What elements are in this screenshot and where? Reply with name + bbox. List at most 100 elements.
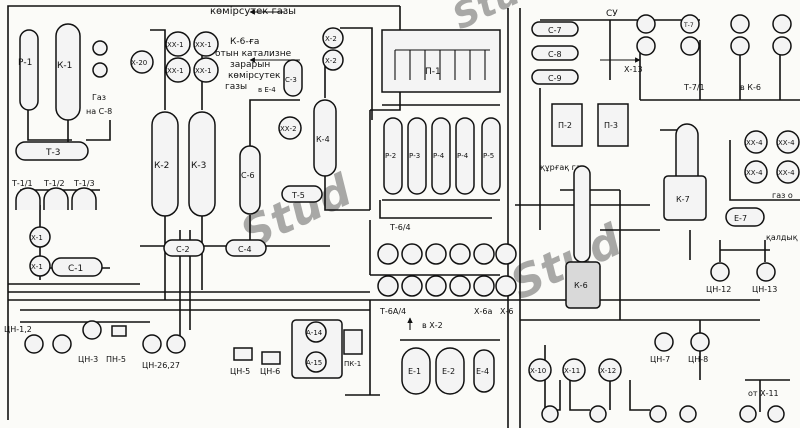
label-to-e4: в Е-4 [258, 86, 276, 94]
label-x1b: Х-1 [31, 263, 43, 271]
label-e1: Е-1 [408, 367, 421, 376]
label-t7-1: Т-7/1 [683, 83, 705, 92]
pump-cn12-group: ЦН-1,2 [4, 325, 72, 354]
label-t7: Т-7 [683, 22, 694, 29]
label-p2: Р-2 [385, 152, 396, 160]
pump-v1 [92, 40, 108, 56]
label-cn13: ЦН-13 [752, 285, 777, 294]
exchanger-t6 [377, 243, 399, 265]
column-k7-bottom [663, 175, 707, 221]
label-xx4: ХХ-4 [746, 169, 763, 177]
label-a15: А-15 [306, 359, 322, 367]
compressor-pk1 [343, 329, 363, 355]
cooler-x6 [473, 243, 495, 265]
cooler-x2a [322, 27, 344, 49]
label-cn12-right: ЦН-12 [706, 285, 731, 294]
cooler-x10-12-group: Х-10 Х-11 Х-12 [528, 358, 622, 382]
label-cn6: ЦН-6 [260, 367, 280, 376]
cooler-x6 [473, 275, 495, 297]
label-xx1: ХХ-1 [195, 41, 212, 49]
label-k1: К-1 [57, 61, 72, 71]
label-e7: Е-7 [734, 214, 747, 223]
pump-v2 [92, 62, 108, 78]
pump [739, 405, 757, 423]
label-xx1: ХХ-1 [195, 67, 212, 75]
label-to-x2: в Х-2 [422, 321, 443, 330]
heat-exchanger-t5 [281, 185, 323, 203]
exchanger-t6 [425, 275, 447, 297]
label-cn5: ЦН-5 [230, 367, 250, 376]
exchanger-t6 [401, 275, 423, 297]
cooler-xx4 [744, 160, 768, 184]
annotation-to-k6-3: зарарын [230, 60, 270, 70]
pump-cn56-group: ЦН-5 ЦН-6 [230, 347, 281, 376]
reactor-p2 [383, 117, 403, 195]
pump-cn12 [52, 334, 72, 354]
label-x2a: Х-2 [325, 35, 337, 43]
pump-pn5 [111, 325, 127, 337]
label-t1-3: Т-1/3 [73, 179, 95, 188]
label-c1: С-1 [68, 264, 83, 274]
annotation-to-k6-2: отын катализне [215, 49, 292, 59]
label-c8: С-8 [548, 50, 562, 59]
pump-cn5 [233, 347, 253, 361]
cooler-xx1 [165, 57, 191, 83]
tank-group-e: Е-1 Е-2 Е-4 [401, 347, 495, 395]
heat-exchanger-t1-3 [71, 187, 97, 210]
cooler-x1b [29, 255, 51, 277]
label-to-c8: на С-8 [86, 107, 112, 116]
label-c3: С-3 [285, 76, 297, 84]
furnace-p3 [597, 103, 629, 147]
pump-cn12 [24, 334, 44, 354]
pump-cn3-group: ЦН-3 ПН-5 [78, 320, 127, 364]
heat-exchanger-t1-group: Т-1/1 Т-1/2 Т-1/3 [11, 179, 97, 210]
annotation-to-k6-5: газы [225, 82, 247, 92]
separator-c4 [225, 239, 267, 257]
cooler-x11 [562, 358, 586, 382]
furnace-p2 [551, 103, 583, 147]
label-p1-furnace: П-1 [425, 67, 441, 77]
cooler-x13b [636, 36, 656, 56]
pump-cn26 [142, 334, 162, 354]
label-pk1: ПК-1 [344, 360, 361, 368]
label-t1-1: Т-1/1 [11, 179, 33, 188]
exchanger-t6 [401, 243, 423, 265]
heat-exchanger-t1-1 [15, 187, 41, 210]
label-p3: Р-3 [409, 152, 420, 160]
cooler-x1a [29, 226, 51, 248]
pump-cn13 [756, 262, 776, 282]
label-p5: Р-5 [483, 152, 494, 160]
label-x12: Х-12 [600, 367, 616, 375]
device-a14 [305, 321, 327, 343]
cooler-xx1 [193, 57, 219, 83]
label-k7: К-7 [676, 195, 690, 204]
column-k6 [573, 165, 591, 263]
pump [541, 405, 559, 423]
pump-cn2627-group: ЦН-26,27 [142, 334, 186, 370]
exchanger-t7 [730, 36, 750, 56]
label-pn5: ПН-5 [106, 355, 126, 364]
column-k6-bottom [565, 261, 601, 309]
label-xx4: ХХ-4 [746, 139, 763, 147]
reactor-p5 [481, 117, 501, 195]
exchanger-t7 [772, 36, 792, 56]
label-xx4: ХХ-4 [778, 139, 795, 147]
tank-e1 [401, 347, 431, 395]
pump-cn7 [654, 332, 674, 352]
cooler-x6-group: Х-6а Х-6 [473, 243, 517, 316]
label-p4a: Р-4 [457, 152, 469, 160]
label-c7: С-7 [548, 26, 562, 35]
label-t6a-4: Т-6А/4 [379, 307, 406, 316]
exchanger-t6 [449, 243, 471, 265]
reactor-p4a [455, 117, 475, 195]
separator-c789-group: С-7 С-8 С-9 [531, 21, 579, 85]
cooler-x2b [322, 49, 344, 71]
label-c4: С-4 [238, 245, 252, 254]
reactor-p3 [407, 117, 427, 195]
label-t6-4: Т-6/4 [389, 223, 411, 232]
vessel-p1 [19, 29, 39, 111]
pump-cn78-group: ЦН-7 ЦН-8 [650, 332, 710, 364]
label-x6a: Х-6а [474, 307, 492, 316]
label-dry-gas: құрғақ газ [540, 163, 585, 172]
